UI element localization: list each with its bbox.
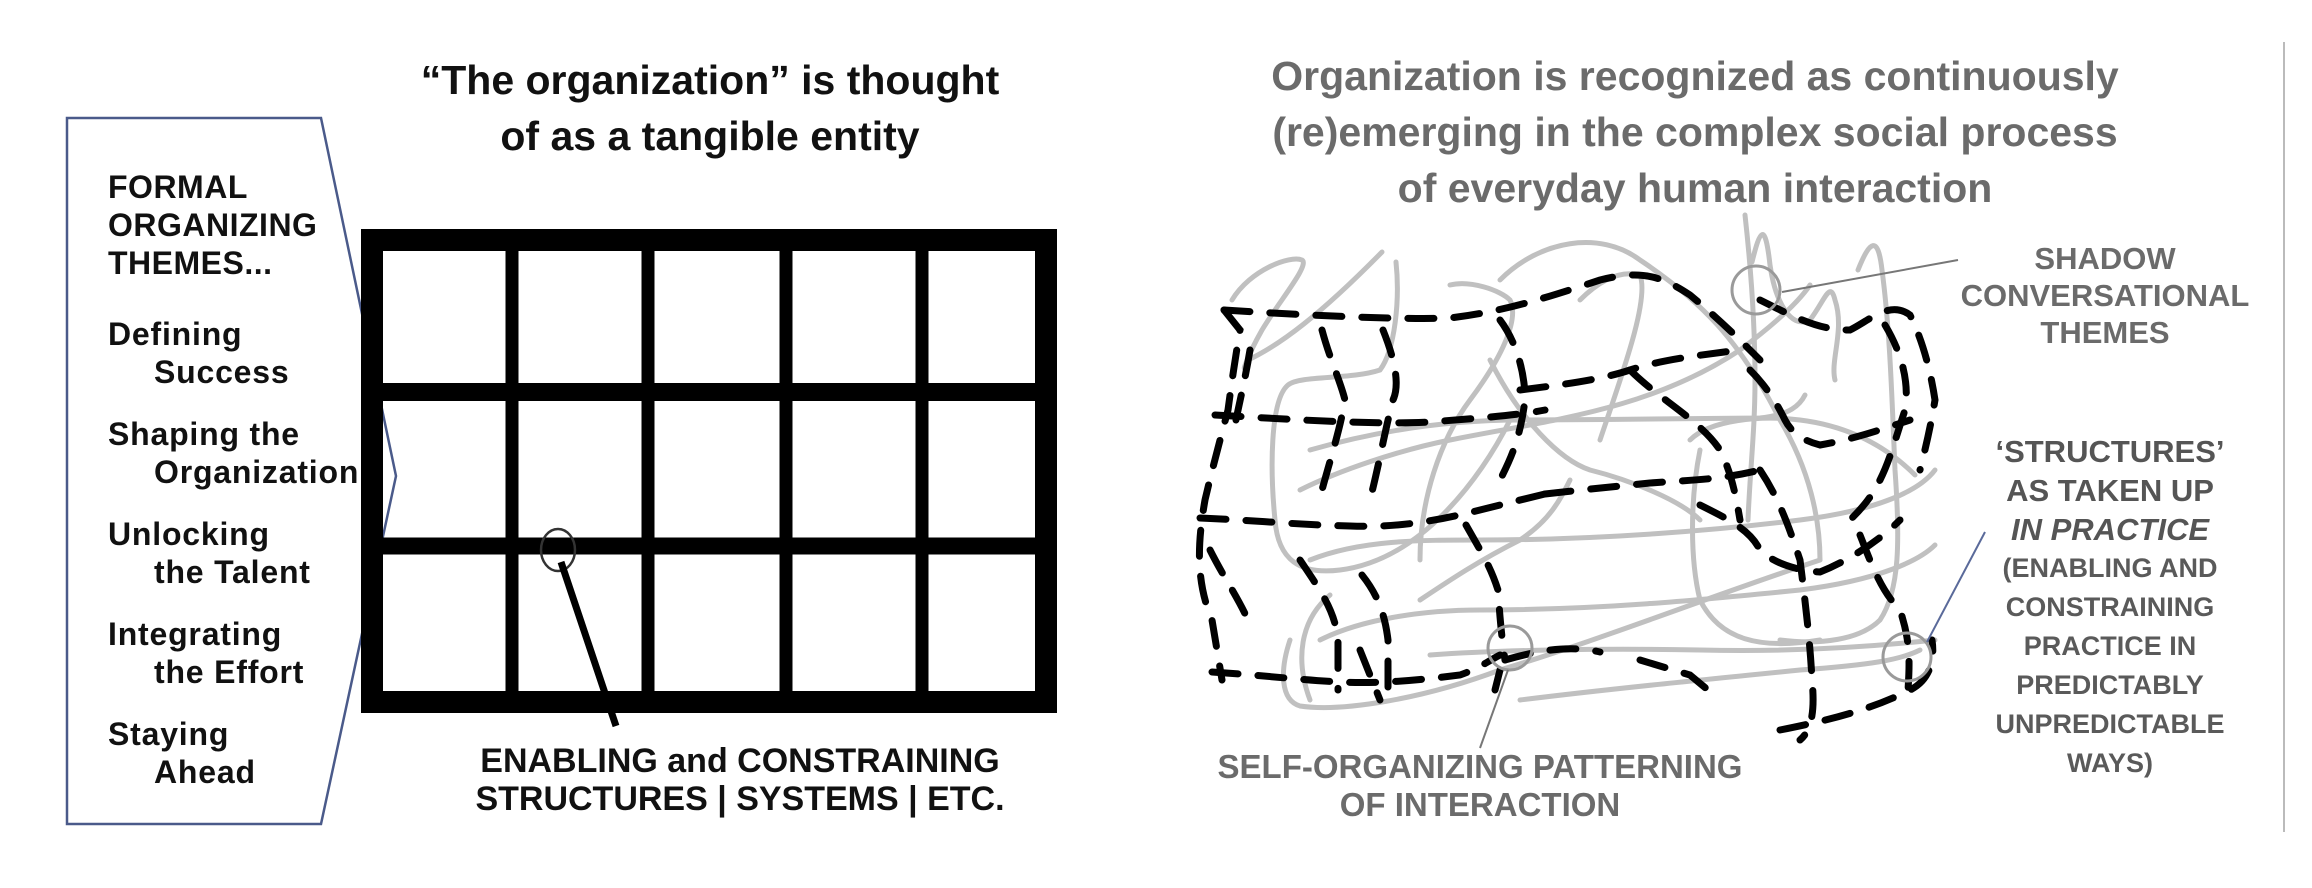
grid-pointer-line — [557, 560, 620, 728]
structures-label-line: PRACTICE IN — [2023, 631, 2197, 661]
shadow-scribbles — [1229, 212, 1938, 710]
themes-heading: FORMAL ORGANIZING THEMES... — [108, 168, 408, 282]
left-title-line-1: “The organization” is thought — [420, 57, 1000, 103]
selforg-callout-circle — [1486, 624, 1534, 672]
structure-grid — [361, 229, 1057, 713]
structures-label-italic: IN PRACTICE — [2010, 512, 2210, 547]
theme-line-2: the Effort — [154, 654, 305, 690]
selforg-leader-line — [1479, 669, 1509, 749]
structures-label-line: CONSTRAINING — [2005, 592, 2215, 622]
grid-caption-line-2: STRUCTURES | SYSTEMS | ETC. — [475, 780, 1005, 818]
theme-line-1: Unlocking — [108, 516, 270, 552]
callout-markers — [1479, 259, 1986, 749]
structures-label-line: WAYS) — [2066, 748, 2154, 778]
structures-label-line: PREDICTABLY — [2016, 670, 2204, 700]
selforg-label-line-2: OF INTERACTION — [1339, 786, 1621, 823]
shadow-label-line: SHADOW — [2034, 241, 2176, 276]
theme-item-defining-success: Defining Success — [108, 315, 408, 391]
theme-line-2: Ahead — [154, 754, 256, 790]
grid-caption: ENABLING and CONSTRAINING STRUCTURES | S… — [420, 742, 1060, 818]
right-title-line-2: (re)emerging in the complex social proce… — [1272, 109, 2118, 155]
theme-line-1: Integrating — [108, 616, 283, 652]
shadow-leader-line — [1781, 259, 1959, 293]
themes-pentagon — [65, 116, 398, 826]
themes-heading-line: FORMAL — [108, 169, 248, 205]
structures-callout-circle — [1881, 631, 1933, 683]
self-organizing-label: SELF-ORGANIZING PATTERNING OF INTERACTIO… — [1170, 748, 1790, 824]
grid-caption-line-1: ENABLING and CONSTRAINING — [480, 742, 1000, 780]
themes-heading-line: THEMES... — [108, 245, 273, 281]
left-title-line-2: of as a tangible entity — [500, 113, 920, 159]
structures-in-practice-label: ‘STRUCTURES’ AS TAKEN UP IN PRACTICE (EN… — [1960, 432, 2260, 783]
structures-label-line: (ENABLING AND — [2002, 553, 2218, 583]
structures-leader-line — [1926, 531, 1986, 643]
theme-item-staying-ahead: Staying Ahead — [108, 715, 408, 791]
selforg-label-line-1: SELF-ORGANIZING PATTERNING — [1217, 748, 1743, 785]
theme-line-2: Success — [154, 354, 290, 390]
dashed-structures — [1195, 271, 1939, 744]
themes-heading-line: ORGANIZING — [108, 207, 318, 243]
left-title: “The organization” is thought of as a ta… — [360, 52, 1060, 164]
theme-line-1: Staying — [108, 716, 230, 752]
grid-junction-circle — [539, 527, 577, 573]
theme-item-unlocking-talent: Unlocking the Talent — [108, 515, 408, 591]
theme-line-1: Shaping the — [108, 416, 300, 452]
right-title-line-3: of everyday human interaction — [1397, 165, 1993, 211]
right-title-line-1: Organization is recognized as continuous… — [1271, 53, 2119, 99]
theme-item-shaping-organization: Shaping the Organization — [108, 415, 408, 491]
themes-list: FORMAL ORGANIZING THEMES... Defining Suc… — [108, 168, 408, 791]
shadow-label-line: THEMES — [2040, 315, 2170, 350]
shadow-themes-label: SHADOW CONVERSATIONAL THEMES — [1915, 240, 2295, 351]
theme-line-2: the Talent — [154, 554, 311, 590]
theme-line-1: Defining — [108, 316, 243, 352]
theme-line-2: Organization — [154, 454, 360, 490]
shadow-callout-circle — [1730, 264, 1782, 316]
right-title: Organization is recognized as continuous… — [1190, 48, 2200, 216]
structures-label-line: ‘STRUCTURES’ — [1995, 434, 2225, 469]
structures-label-line: UNPREDICTABLE — [1995, 709, 2225, 739]
structures-label-line: AS TAKEN UP — [2006, 473, 2214, 508]
theme-item-integrating-effort: Integrating the Effort — [108, 615, 408, 691]
shadow-label-line: CONVERSATIONAL — [1960, 278, 2250, 313]
